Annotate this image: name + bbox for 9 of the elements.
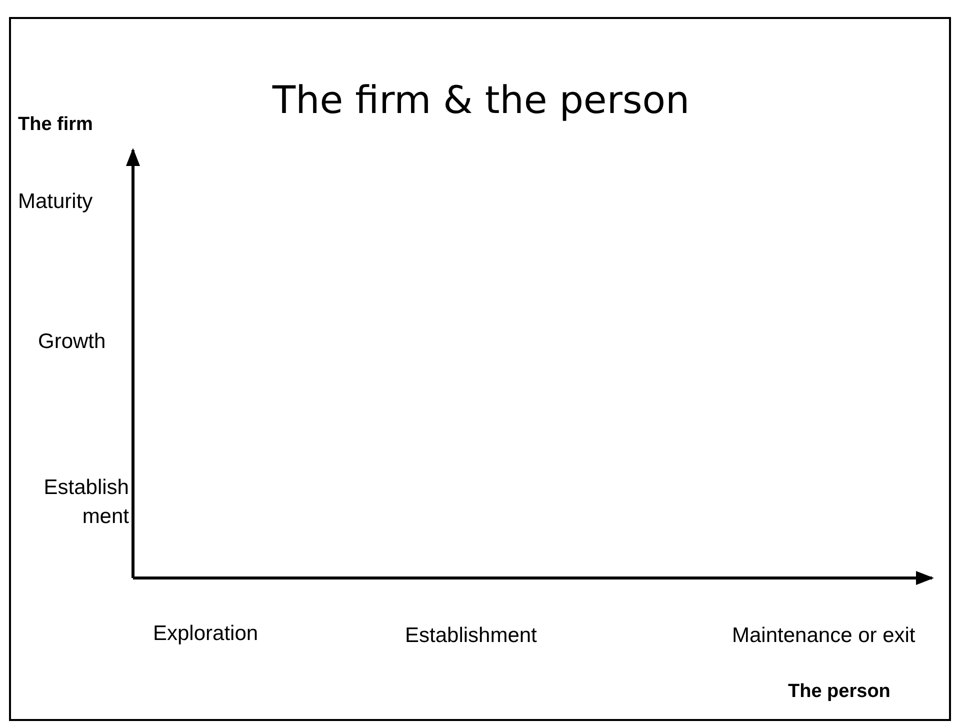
tick-label: Exploration xyxy=(153,622,258,646)
tick-label: Maintenance or exit xyxy=(732,624,916,648)
tick-label: Establishment xyxy=(405,624,537,648)
slide-title: The firm & the person xyxy=(271,78,691,122)
tick-label: Maturity xyxy=(18,190,93,214)
tick-label: Establish ment xyxy=(42,475,129,530)
tick-label: Growth xyxy=(38,330,106,354)
axis-title: The person xyxy=(788,681,890,703)
axis-title: The firm xyxy=(18,114,93,136)
